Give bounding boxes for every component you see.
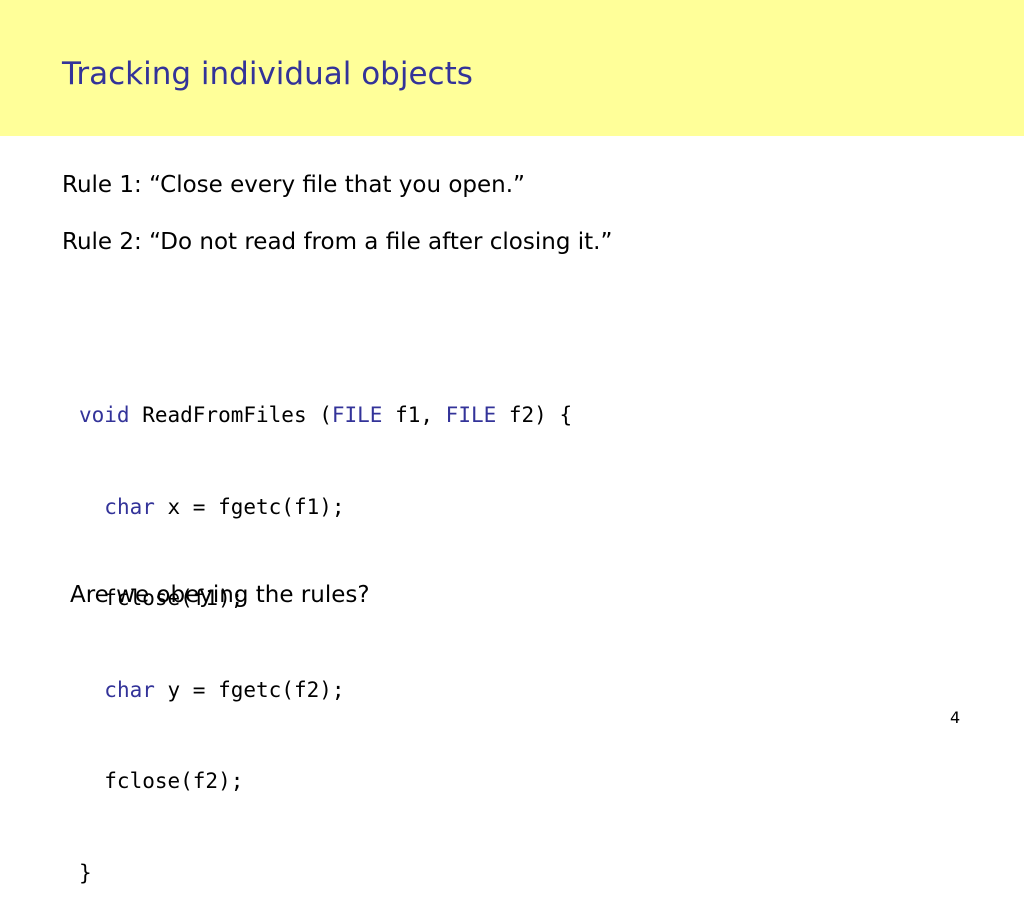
rule-2: Rule 2: “Do not read from a file after c… <box>62 229 613 255</box>
param-f2: f2) { <box>496 403 573 427</box>
code-line-3: fclose(f1); <box>79 586 244 610</box>
param-f1: f1, <box>382 403 446 427</box>
code-line-1: void ReadFromFiles (FILE f1, FILE f2) { <box>79 400 572 431</box>
code-line-2: char x = fgetc(f1); <box>79 492 572 523</box>
statement: x = fgetc(f1); <box>154 494 345 519</box>
slide-title: Tracking individual objects <box>62 56 473 92</box>
keyword-file-type: FILE <box>445 403 497 427</box>
code-line-4: char y = fgetc(f2); <box>79 675 572 706</box>
question-text: Are we obeying the rules? <box>70 582 370 608</box>
title-banner: Tracking individual objects <box>0 0 1024 136</box>
code-line-5: fclose(f2); <box>79 769 244 793</box>
code-block: void ReadFromFiles (FILE f1, FILE f2) { … <box>79 339 572 919</box>
keyword-void: void <box>79 403 130 427</box>
function-signature: ReadFromFiles ( <box>129 403 332 427</box>
rule-1: Rule 1: “Close every file that you open.… <box>62 172 525 198</box>
code-line-6: } <box>79 860 92 885</box>
statement: y = fgetc(f2); <box>154 677 345 702</box>
keyword-char: char <box>104 494 155 519</box>
indent <box>79 495 104 519</box>
page-number: 4 <box>950 708 961 727</box>
keyword-char: char <box>104 677 155 702</box>
keyword-file-type: FILE <box>331 403 383 427</box>
indent <box>79 678 104 702</box>
